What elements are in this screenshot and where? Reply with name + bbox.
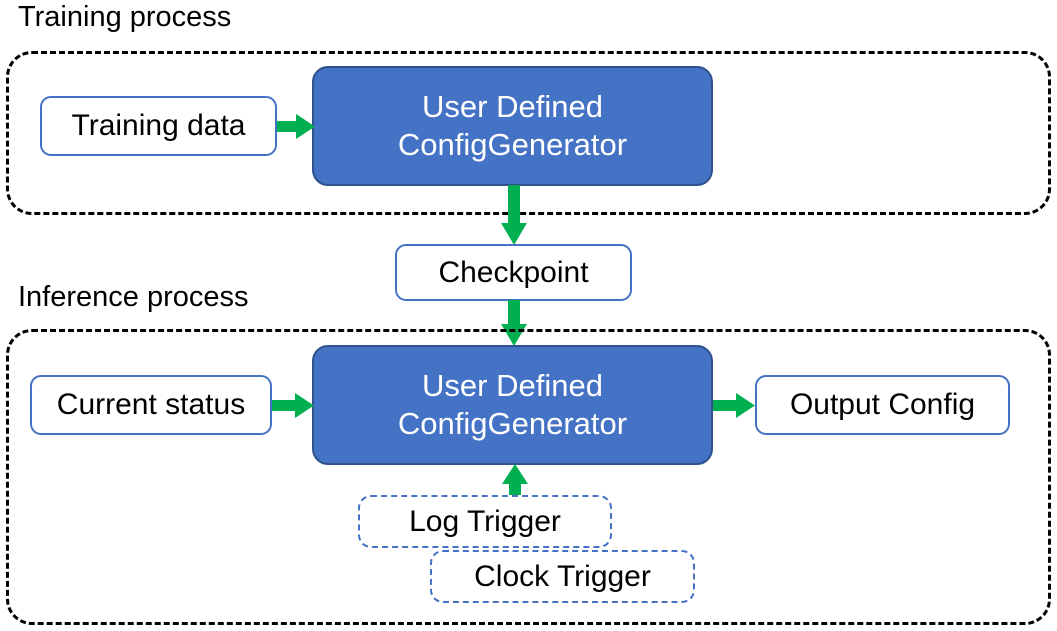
current-status-label: Current status [56,388,246,421]
training-process-container [6,51,1051,215]
training-config-generator-box[interactable]: User Defined ConfigGenerator [312,66,713,186]
inference-generator-line1: User Defined [422,368,603,404]
current-status-box[interactable]: Current status [30,375,272,435]
arrow-generator-to-checkpoint [501,185,527,245]
arrow-training-data-to-generator [277,114,315,139]
clock-trigger-label: Clock Trigger [474,559,651,593]
training-data-box[interactable]: Training data [40,96,277,156]
training-data-label: Training data [71,109,246,142]
arrow-generator-to-output-config [713,393,755,418]
inference-process-container [6,329,1051,625]
checkpoint-label: Checkpoint [438,255,589,289]
training-process-title: Training process [18,1,232,33]
training-generator-line1: User Defined [422,89,603,125]
log-trigger-box[interactable]: Log Trigger [358,495,612,548]
output-config-label: Output Config [789,388,976,421]
inference-generator-line2: ConfigGenerator [397,406,628,441]
arrow-current-status-to-generator [272,393,314,418]
inference-process-title: Inference process [18,281,249,313]
training-generator-line2: ConfigGenerator [397,127,628,162]
checkpoint-box[interactable]: Checkpoint [395,244,632,301]
log-trigger-label: Log Trigger [409,504,561,538]
clock-trigger-box[interactable]: Clock Trigger [430,550,695,603]
output-config-box[interactable]: Output Config [755,375,1010,435]
inference-config-generator-box[interactable]: User Defined ConfigGenerator [312,345,713,465]
